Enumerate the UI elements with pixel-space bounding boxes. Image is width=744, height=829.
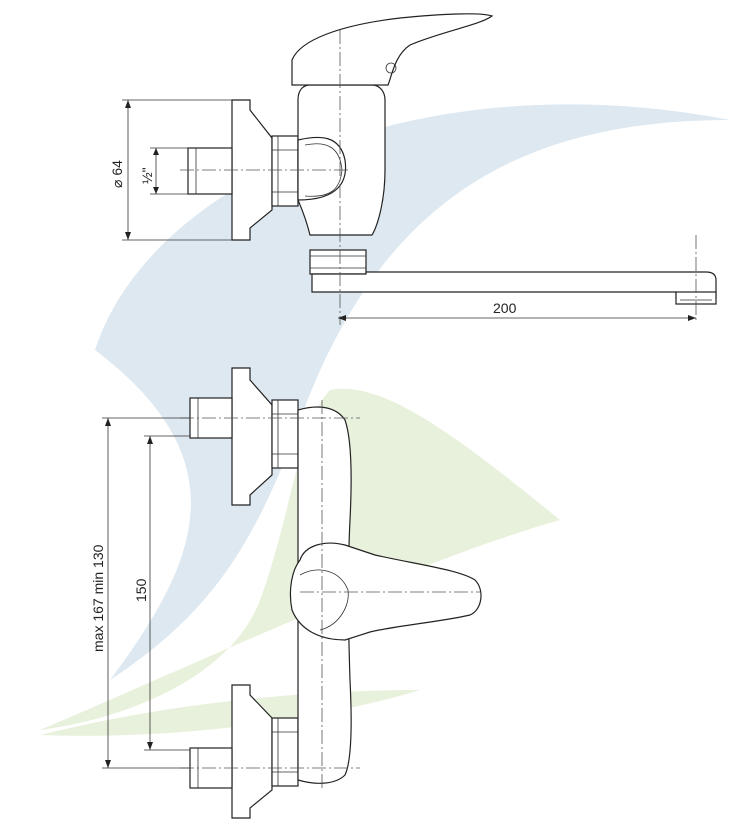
spout-collar [309, 249, 367, 275]
arrow-head [125, 100, 131, 108]
arrow-head [125, 232, 131, 240]
lever-handle-side [291, 13, 494, 86]
arrow-head [688, 315, 696, 321]
lower-hex-nut [271, 717, 299, 787]
arrow-head [147, 742, 153, 750]
connector-arc [297, 136, 347, 201]
handle-pivot [385, 62, 397, 74]
watermark-logo [40, 104, 730, 736]
lever-inner-curve [299, 569, 349, 631]
arrow-head [153, 187, 159, 194]
lower-wall-flange [231, 684, 273, 819]
front-view: max 167 min 130 150 [90, 367, 482, 819]
arrow-head [338, 315, 346, 321]
arrow-head [147, 436, 153, 444]
spacing-label: 150 [133, 578, 149, 602]
watermark-blue-swoosh [95, 104, 730, 681]
inlet-pipe-top [187, 147, 233, 195]
spout-pipe [311, 271, 717, 299]
side-view: ⌀ 64 ½" 200 [109, 13, 717, 325]
spout-length-label: 200 [493, 300, 517, 316]
upper-wall-flange [231, 367, 273, 506]
thread-label: ½" [139, 167, 155, 184]
range-label: max 167 min 130 [90, 544, 106, 652]
arrow-head [105, 760, 111, 768]
hex-nut-top [271, 135, 299, 207]
arrow-head [153, 148, 159, 155]
diameter-label: ⌀ 64 [109, 160, 125, 188]
lever-handle-front [289, 542, 482, 641]
upper-hex-nut [271, 399, 299, 469]
arrow-head [105, 418, 111, 426]
